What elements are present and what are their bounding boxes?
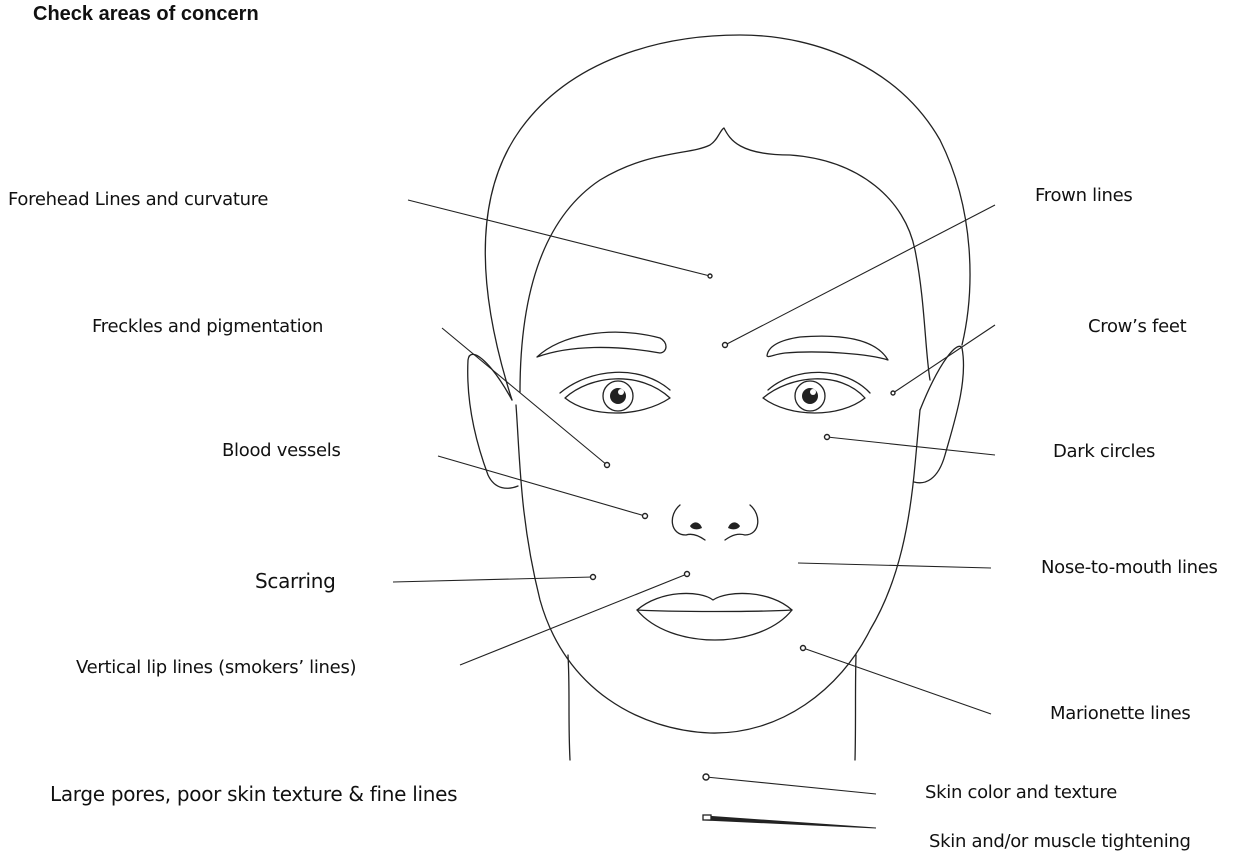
left-eyebrow xyxy=(537,332,666,357)
leader-lip-lines xyxy=(460,574,687,665)
label-skin-tightening: Skin and/or muscle tightening xyxy=(929,831,1191,852)
dot-blood-vessels xyxy=(643,514,648,519)
dot-tightening xyxy=(703,815,711,820)
right-pupil xyxy=(802,388,818,404)
lower-lip xyxy=(637,610,792,640)
left-eye-highlight xyxy=(618,389,624,395)
neck-left xyxy=(568,655,570,760)
right-ear xyxy=(914,346,964,482)
leader-marionette xyxy=(803,648,991,714)
dot-dark-circles xyxy=(825,435,830,440)
dot-crows-feet xyxy=(891,391,895,395)
right-eyebrow xyxy=(767,336,888,360)
label-vertical-lip-lines: Vertical lip lines (smokers’ lines) xyxy=(76,657,356,678)
left-ear xyxy=(468,354,518,488)
right-eye-highlight xyxy=(810,389,816,395)
hairline xyxy=(520,128,930,392)
dot-frown xyxy=(723,343,728,348)
marker-dots xyxy=(591,274,896,820)
leader-frown xyxy=(725,205,995,345)
page-title: Check areas of concern xyxy=(33,3,259,26)
nose-left xyxy=(672,505,705,540)
label-blood-vessels: Blood vessels xyxy=(222,440,341,461)
label-large-pores: Large pores, poor skin texture & fine li… xyxy=(50,782,457,806)
leader-crows-feet xyxy=(893,325,995,393)
label-nose-to-mouth: Nose-to-mouth lines xyxy=(1041,557,1218,578)
label-freckles: Freckles and pigmentation xyxy=(92,316,323,337)
neck-right xyxy=(855,655,856,760)
right-nostril xyxy=(728,522,740,529)
leader-lines xyxy=(393,200,995,828)
leader-scarring xyxy=(393,577,593,582)
label-skin-color: Skin color and texture xyxy=(925,782,1117,803)
leader-dark-circles xyxy=(827,437,995,455)
left-pupil xyxy=(610,388,626,404)
label-forehead-lines: Forehead Lines and curvature xyxy=(8,189,268,210)
leader-tightening xyxy=(705,816,876,828)
right-eye-lid xyxy=(768,372,870,393)
dot-scarring xyxy=(591,575,596,580)
leader-nose-mouth xyxy=(798,563,991,568)
label-frown-lines: Frown lines xyxy=(1035,185,1132,206)
upper-lip xyxy=(637,593,792,611)
leader-skin-color xyxy=(706,777,876,794)
face-outline xyxy=(516,405,920,733)
label-dark-circles: Dark circles xyxy=(1053,441,1155,462)
label-scarring: Scarring xyxy=(255,569,336,593)
nose-right xyxy=(725,505,758,540)
label-crows-feet: Crow’s feet xyxy=(1088,316,1186,337)
dot-freckles xyxy=(605,463,610,468)
label-marionette-lines: Marionette lines xyxy=(1050,703,1190,724)
dot-lip-lines xyxy=(685,572,690,577)
dot-skin-color xyxy=(703,774,709,780)
dot-marionette xyxy=(801,646,806,651)
left-nostril xyxy=(690,522,702,529)
leader-blood-vessels xyxy=(438,456,645,516)
leader-forehead xyxy=(408,200,710,276)
dot-forehead xyxy=(708,274,712,278)
